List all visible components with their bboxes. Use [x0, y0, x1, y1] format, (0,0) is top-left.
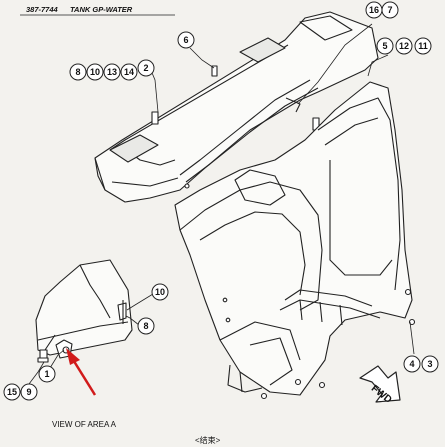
- callout-14: 14: [124, 67, 134, 77]
- callout-11: 11: [418, 41, 428, 51]
- inset-leader-lines: [28, 293, 154, 385]
- callout-group-inset: 10 8: [137, 283, 169, 335]
- header-title: TANK GP-WATER: [70, 5, 133, 14]
- callout-4: 4: [409, 359, 414, 369]
- callout-3: 3: [427, 359, 432, 369]
- callout-tank-lid: 6: [177, 31, 195, 49]
- callout-1: 1: [44, 369, 49, 379]
- callout-group-top-right: 16 7: [365, 1, 399, 19]
- page-header: 387-7744 TANK GP-WATER: [20, 5, 175, 16]
- callout-inset-8: 8: [143, 321, 148, 331]
- callout-16: 16: [369, 5, 379, 15]
- callout-2: 2: [143, 63, 148, 73]
- callout-9: 9: [26, 387, 31, 397]
- leader-lines: [149, 23, 415, 355]
- callout-group-bottom-left: 15 9 1: [3, 365, 56, 401]
- indicator-arrow: [66, 348, 97, 396]
- callout-group-right: 5 12 11: [376, 37, 432, 55]
- callout-15: 15: [7, 387, 17, 397]
- footer-end-mark: <结束>: [195, 435, 221, 445]
- callout-group-bottom-right: 4 3: [403, 355, 439, 373]
- view-of-area-caption: VIEW OF AREA A: [52, 420, 117, 429]
- callout-6: 6: [183, 35, 188, 45]
- callout-12: 12: [399, 41, 409, 51]
- fwd-direction-arrow: FWD: [359, 365, 401, 406]
- tank-lid: [94, 11, 379, 203]
- callout-5: 5: [382, 41, 387, 51]
- callout-8: 8: [75, 67, 80, 77]
- header-part-number: 387-7744: [26, 5, 59, 14]
- callout-inset-10: 10: [155, 287, 165, 297]
- tank-body: [174, 81, 416, 400]
- callout-group-upper-left: 8 10 13 14 2: [69, 59, 155, 81]
- callout-10: 10: [90, 67, 100, 77]
- callout-13: 13: [107, 67, 117, 77]
- callout-7: 7: [387, 5, 392, 15]
- view-of-area-a-inset: [35, 259, 133, 363]
